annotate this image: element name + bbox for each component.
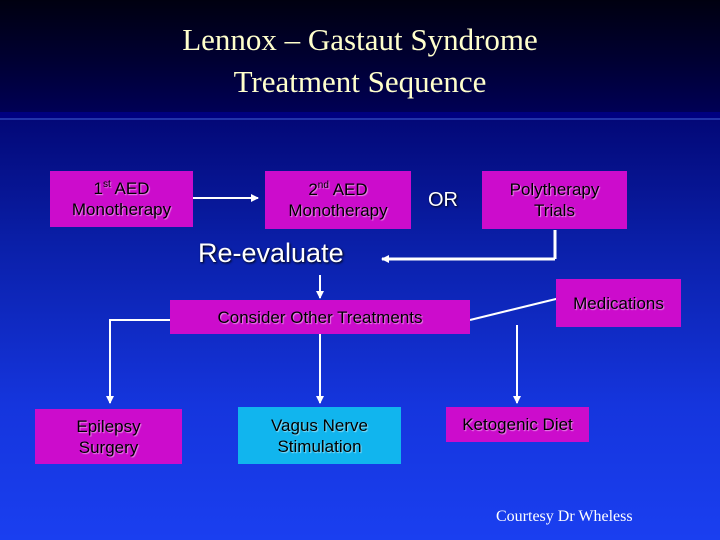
vns-line-2: Stimulation xyxy=(277,436,362,456)
polytherapy-line-1: Polytherapy xyxy=(509,180,600,199)
title-divider xyxy=(0,112,720,120)
second-aed-label: AED xyxy=(328,180,368,199)
or-label: OR xyxy=(428,189,458,211)
consider-other-treatments-box: Consider Other Treatments xyxy=(170,300,470,334)
epilepsy-surgery-box: Epilepsy Surgery xyxy=(35,409,182,464)
epilepsy-surgery-line-2: Surgery xyxy=(78,437,139,457)
connector-consider-to-medications xyxy=(469,297,561,321)
second-aed-ordinal-suffix: nd xyxy=(317,180,329,191)
first-aed-line-1: 1st AED xyxy=(94,178,150,199)
title-band xyxy=(0,0,720,112)
vagus-nerve-stimulation-box: Vagus Nerve Stimulation xyxy=(238,407,401,464)
second-aed-line-1: 2nd AED xyxy=(308,179,367,200)
first-aed-monotherapy-box: 1st AED Monotherapy xyxy=(50,171,193,227)
first-aed-line-2: Monotherapy xyxy=(71,200,172,219)
first-aed-ordinal: 1 xyxy=(93,179,103,198)
medications-box: Medications xyxy=(556,279,681,327)
consider-other-label: Consider Other Treatments xyxy=(217,307,423,327)
second-aed-line-2: Monotherapy xyxy=(288,201,388,220)
ketogenic-diet-box: Ketogenic Diet xyxy=(446,407,589,442)
slide-title-line-1: Lennox – Gastaut Syndrome xyxy=(182,22,538,57)
reevaluate-label: Re-evaluate xyxy=(198,238,344,268)
epilepsy-surgery-line-1: Epilepsy xyxy=(76,416,141,436)
polytherapy-line-2: Trials xyxy=(534,201,575,220)
ketogenic-label: Ketogenic Diet xyxy=(462,415,573,434)
medications-label: Medications xyxy=(573,293,664,313)
second-aed-monotherapy-box: 2nd AED Monotherapy xyxy=(265,171,411,229)
slide-title-line-2: Treatment Sequence xyxy=(233,64,487,99)
first-aed-ordinal-suffix: st xyxy=(102,179,111,190)
polytherapy-trials-box: Polytherapy Trials xyxy=(482,171,627,229)
first-aed-label: AED xyxy=(110,179,150,198)
courtesy-credit: Courtesy Dr Wheless xyxy=(496,508,633,525)
vns-line-1: Vagus Nerve xyxy=(270,415,368,435)
second-aed-ordinal: 2 xyxy=(308,180,318,199)
